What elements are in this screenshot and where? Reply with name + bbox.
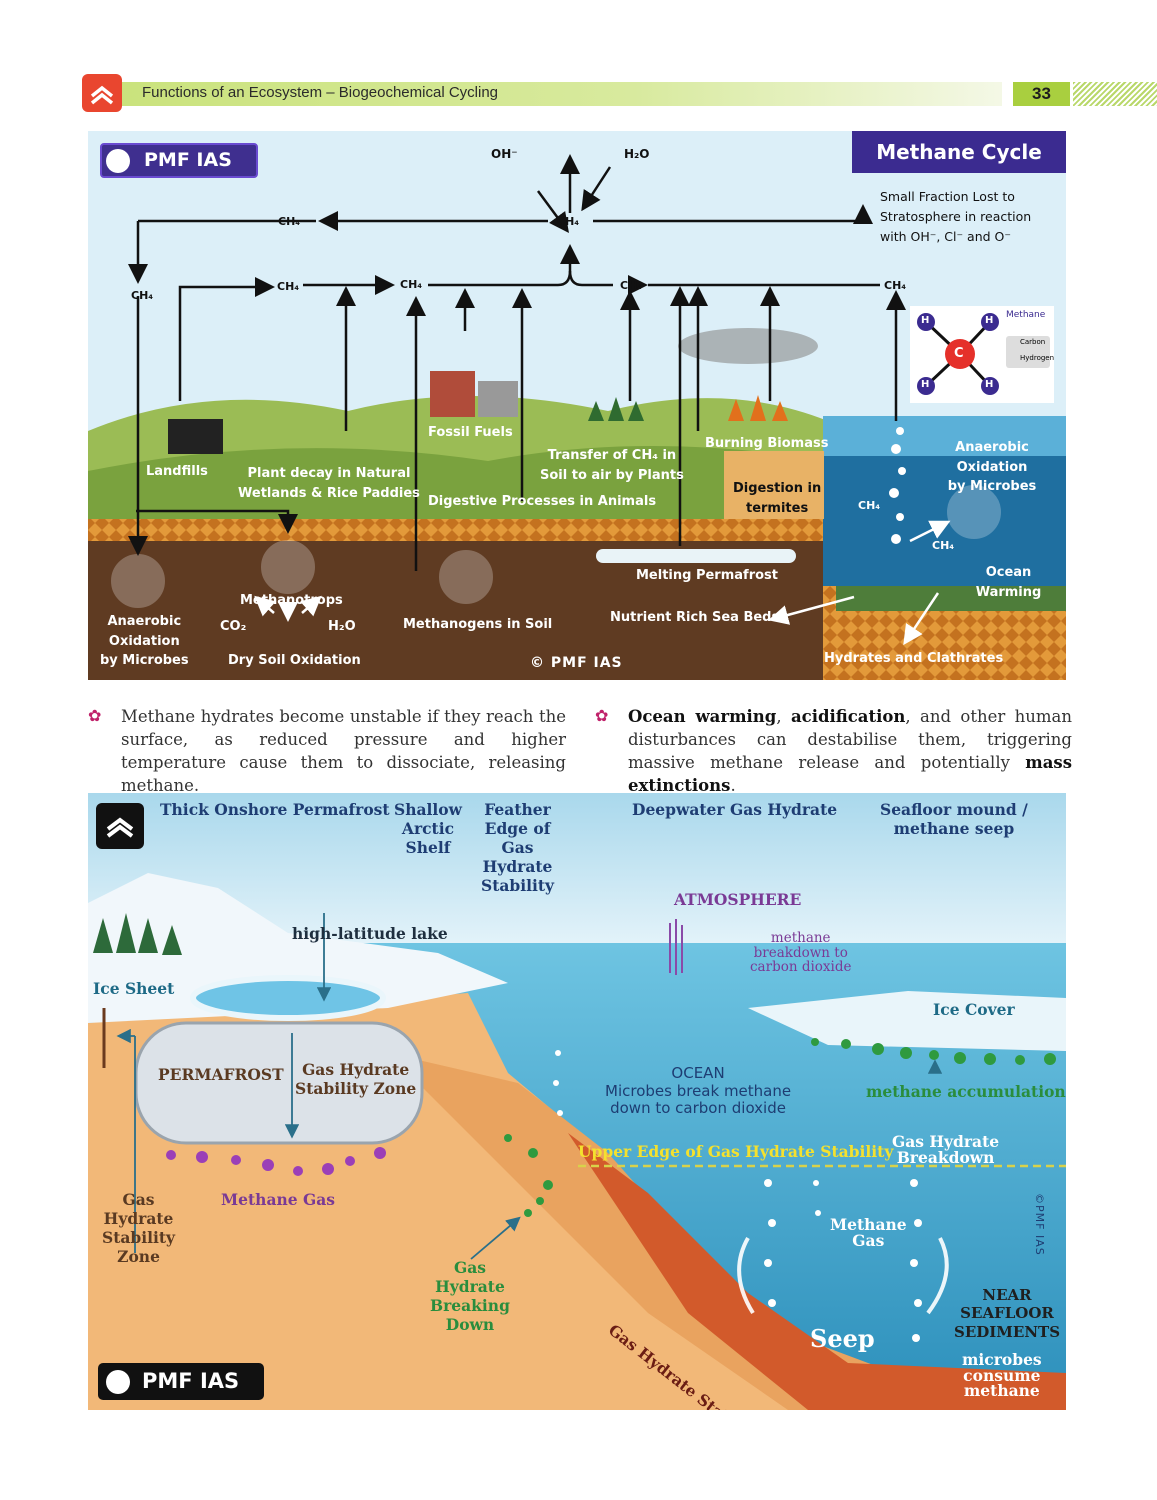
bullet-text-2: Ocean warming, acidification, and other … <box>628 705 1072 797</box>
fossil-fuels-label: Fossil Fuels <box>428 425 513 440</box>
methane-cycle-artwork <box>88 154 1066 680</box>
ch4-left: CH₄ <box>278 215 301 228</box>
header-bar <box>82 82 1002 106</box>
permafrost-label: PERMAFROST <box>158 1065 284 1084</box>
header-hatch <box>1073 82 1157 106</box>
gas-hydrate-diagram: PMF IAS Thick Onshore Permafrost Shallow… <box>88 793 1066 1410</box>
header-logo-icon <box>82 74 122 112</box>
methane-cycle-title: Methane Cycle <box>852 131 1066 173</box>
hydrates-label: Hydrates and Clathrates <box>824 651 1004 666</box>
bullet-segment: mass extinctions <box>628 753 1072 795</box>
bullet-icon: ✿ <box>595 706 609 725</box>
oh-label: OH⁻ <box>491 147 518 161</box>
pmf-logo-icon <box>106 149 130 173</box>
bullet-segment: Methane hydrates become unstable if they… <box>121 707 566 795</box>
methanotrops-label: Methanotrops <box>240 593 343 608</box>
digestive-label: Digestive Processes in Animals <box>428 494 657 509</box>
ch4-microbes: CH₄ <box>932 539 955 552</box>
atmosphere-label: ATMOSPHERE <box>674 890 802 909</box>
methane-cycle-diagram: PMF IAS Methane Cycle OH⁻ H₂O CH₄ CH₄ CH… <box>88 131 1066 680</box>
bullet-segment: Ocean warming <box>628 707 777 726</box>
ice-cover-label: Ice Cover <box>933 1000 1015 1019</box>
bullet-text-1: Methane hydrates become unstable if they… <box>121 705 566 797</box>
upper-edge-label: Upper Edge of Gas Hydrate Stability <box>578 1142 894 1161</box>
bullet-segment: , <box>776 707 791 726</box>
ch4-landfill: CH₄ <box>131 289 154 302</box>
top-permafrost: Thick Onshore Permafrost <box>160 800 390 819</box>
dry-soil-label: Dry Soil Oxidation <box>228 653 361 668</box>
top-deepwater: Deepwater Gas Hydrate <box>632 800 838 819</box>
ch4-mid3: CH₄ <box>620 279 643 292</box>
landfills-label: Landfills <box>146 464 208 479</box>
header-title: Functions of an Ecosystem – Biogeochemic… <box>142 84 499 101</box>
co2-label: CO₂ <box>220 619 247 634</box>
burning-biomass-label: Burning Biomass <box>705 436 829 451</box>
copyright-label: © PMF IAS <box>530 655 623 671</box>
top-seafloor: Seafloor mound /methane seep <box>880 800 1028 838</box>
ch4-top: CH₄ <box>557 215 580 228</box>
methane-gas-label: Methane Gas <box>221 1190 336 1209</box>
bullet-segment: , and other human disturbances can desta… <box>628 707 1072 772</box>
ch4-ocean: CH₄ <box>884 279 907 292</box>
gas-hydrate-artwork <box>88 793 1066 1410</box>
ch4-bubbles: CH₄ <box>858 499 881 512</box>
h2o-top-label: H₂O <box>624 147 650 161</box>
ice-sheet-label: Ice Sheet <box>93 979 175 998</box>
copyright-vertical: ©PMF IAS <box>1033 1193 1046 1256</box>
pmf-badge-icon <box>96 803 144 849</box>
accumulation-label: methane accumulation <box>866 1082 1066 1101</box>
lake-label: high-latitude lake <box>292 924 448 943</box>
methanogens-label: Methanogens in Soil <box>403 617 553 632</box>
bullet-icon: ✿ <box>88 706 102 725</box>
methane-molecule: C H H H H Methane Carbon Hydrogen <box>910 306 1054 403</box>
ch4-mid1: CH₄ <box>277 280 300 293</box>
ocean-warming-label: Ocean Warming <box>975 565 1042 600</box>
bullet-segment: . <box>730 776 736 795</box>
page-number: 33 <box>1013 82 1070 106</box>
melting-permafrost-label: Melting Permafrost <box>636 568 778 583</box>
h2o-soil-label: H₂O <box>328 619 356 634</box>
ch4-mid2: CH₄ <box>400 278 423 291</box>
seep-label: Seep <box>810 1324 875 1353</box>
pmf-logo-bottom-icon <box>106 1370 130 1394</box>
nutrient-sea-beds-label: Nutrient Rich Sea Beds <box>610 610 780 625</box>
bullet-segment: acidification <box>790 707 906 726</box>
